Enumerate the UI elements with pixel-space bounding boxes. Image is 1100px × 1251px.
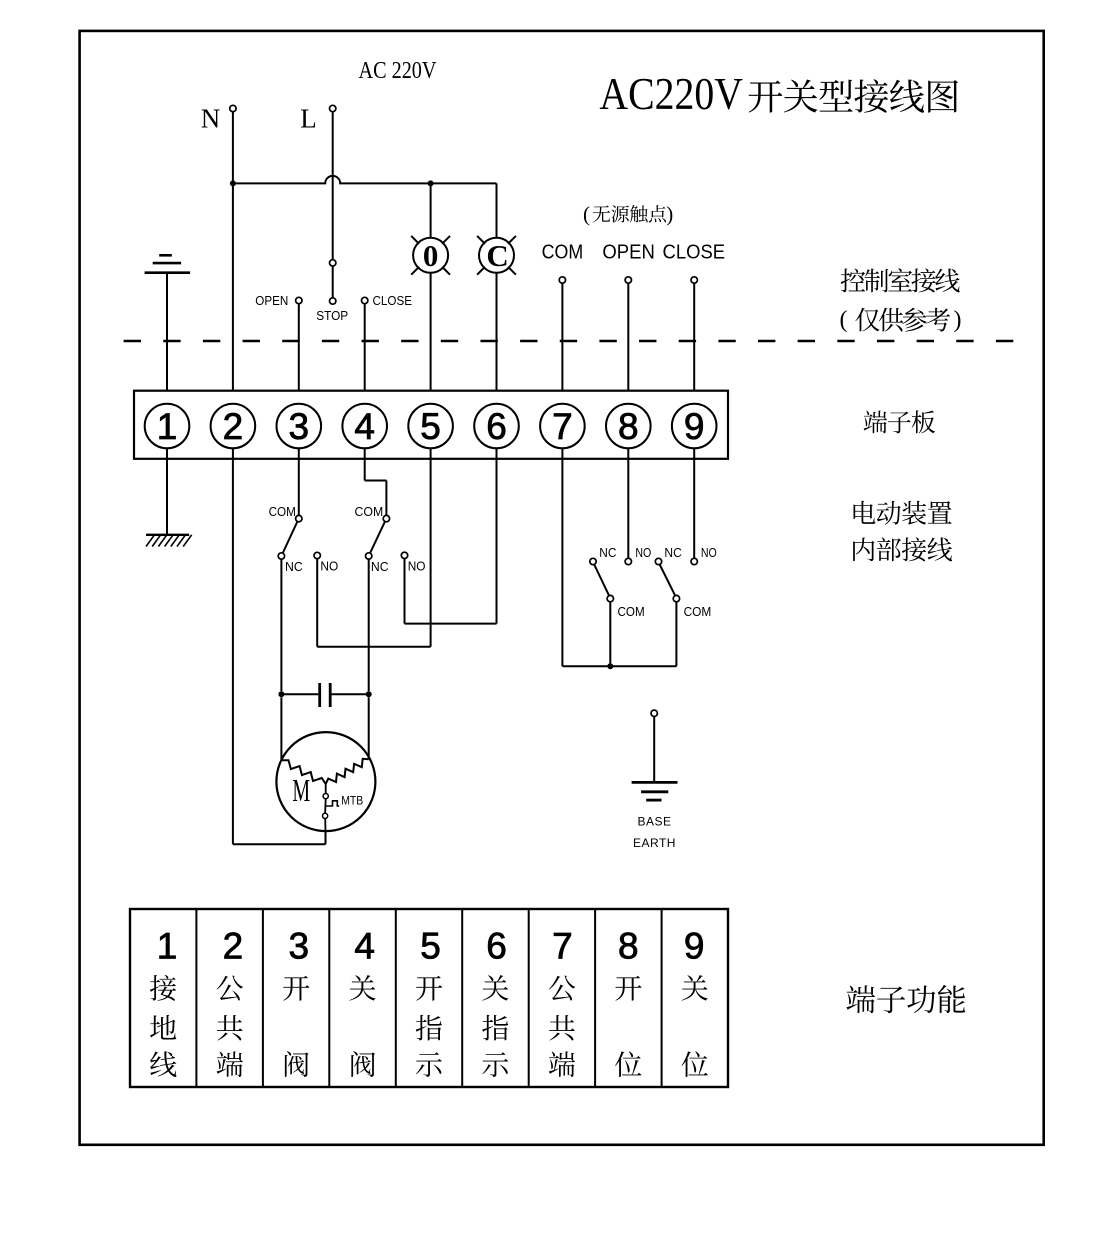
svg-text:9: 9: [684, 926, 705, 967]
svg-text:MTB: MTB: [341, 794, 363, 808]
svg-text:COM: COM: [618, 604, 645, 619]
svg-text:AC220V: AC220V: [599, 68, 743, 119]
svg-text:2: 2: [223, 926, 244, 967]
svg-text:NC: NC: [285, 559, 303, 574]
svg-text:(: (: [840, 307, 848, 333]
svg-text:NO: NO: [408, 559, 426, 574]
svg-text:9: 9: [684, 406, 705, 447]
svg-text:NC: NC: [599, 545, 616, 560]
svg-text:0: 0: [423, 238, 439, 273]
svg-text:(: (: [583, 202, 590, 226]
svg-text:CLOSE: CLOSE: [663, 241, 726, 264]
svg-text:8: 8: [618, 406, 639, 447]
svg-text:NO: NO: [320, 559, 338, 574]
svg-text:7: 7: [552, 406, 573, 447]
svg-text:): ): [954, 307, 962, 333]
svg-text:CLOSE: CLOSE: [373, 293, 413, 308]
svg-text:1: 1: [157, 926, 178, 967]
svg-text:L: L: [300, 104, 317, 134]
svg-text:5: 5: [420, 926, 441, 967]
svg-text:3: 3: [289, 926, 310, 967]
svg-text:C: C: [486, 238, 508, 273]
svg-text:8: 8: [618, 926, 639, 967]
svg-text:): ): [666, 202, 673, 226]
svg-text:NC: NC: [664, 545, 681, 560]
svg-text:NO: NO: [701, 545, 717, 560]
svg-text:4: 4: [354, 406, 375, 447]
svg-text:6: 6: [486, 926, 507, 967]
svg-text:EARTH: EARTH: [633, 836, 676, 850]
svg-text:NO: NO: [635, 545, 651, 560]
svg-text:1: 1: [157, 406, 178, 447]
svg-text:COM: COM: [269, 504, 296, 519]
svg-text:BASE: BASE: [637, 814, 671, 828]
svg-text:OPEN: OPEN: [602, 241, 655, 264]
svg-text:OPEN: OPEN: [255, 293, 288, 308]
svg-text:STOP: STOP: [316, 308, 348, 323]
svg-text:COM: COM: [684, 604, 712, 619]
svg-text:2: 2: [223, 406, 244, 447]
svg-text:3: 3: [289, 406, 310, 447]
svg-text:6: 6: [486, 406, 507, 447]
svg-text:NC: NC: [371, 559, 389, 574]
svg-text:N: N: [201, 104, 221, 134]
svg-text:5: 5: [420, 406, 441, 447]
svg-text:AC 220V: AC 220V: [359, 58, 438, 84]
svg-text:COM: COM: [355, 504, 384, 519]
svg-text:M: M: [292, 772, 310, 808]
svg-text:COM: COM: [542, 241, 584, 264]
svg-text:7: 7: [552, 926, 573, 967]
svg-text:4: 4: [354, 926, 375, 967]
